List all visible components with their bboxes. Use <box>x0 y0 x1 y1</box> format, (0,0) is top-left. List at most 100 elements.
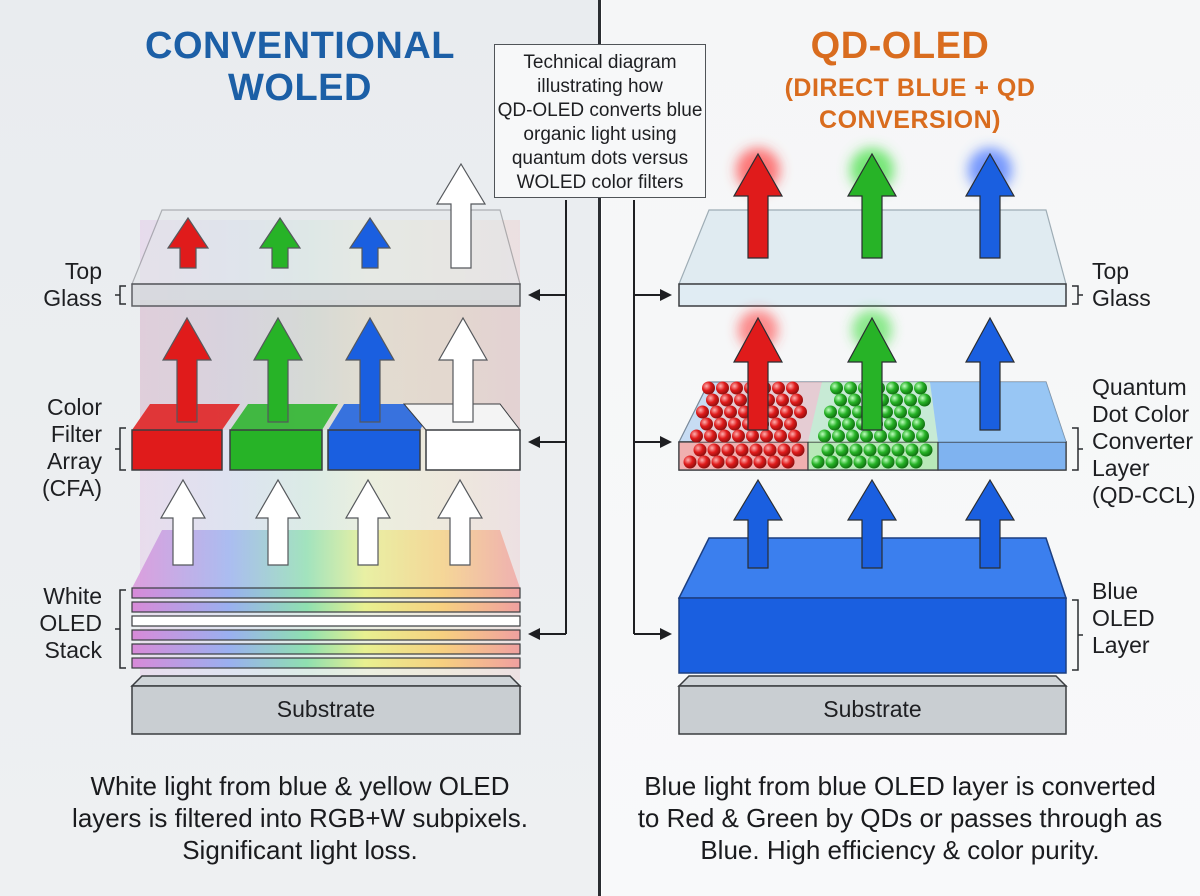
label-line: Blue <box>1092 578 1139 604</box>
quantum-dot <box>835 443 849 457</box>
label-substrate-left: Substrate <box>276 696 376 722</box>
blue-arrow <box>964 478 1016 569</box>
green-arrow <box>846 152 898 259</box>
quantum-dot <box>828 417 841 431</box>
quantum-dot <box>766 405 779 419</box>
quantum-dot <box>849 443 863 457</box>
quantum-dot <box>884 417 897 431</box>
quantum-dot <box>718 429 731 443</box>
quantum-dot <box>710 405 723 419</box>
callout-line: QD-OLED converts blue <box>497 100 703 121</box>
quantum-dot <box>900 381 913 395</box>
label-line: Top <box>1092 258 1130 284</box>
red-arrow <box>732 316 784 431</box>
quantum-dot <box>777 443 791 457</box>
quantum-dot <box>818 429 831 443</box>
callout-line: organic light using <box>523 124 677 145</box>
label-line: Glass <box>1092 285 1151 311</box>
quantum-dot <box>683 455 697 469</box>
label-line: Converter <box>1092 428 1193 454</box>
quantum-dot <box>728 417 741 431</box>
caption-line: Significant light loss. <box>182 835 418 865</box>
quantum-dot <box>790 393 803 407</box>
qdoled-title-line2: (DIRECT BLUE + QD CONVERSION) <box>784 74 1036 134</box>
quantum-dot <box>716 381 729 395</box>
quantum-dot <box>730 381 743 395</box>
quantum-dot <box>863 443 877 457</box>
quantum-dot <box>825 455 839 469</box>
green-quantum-dots <box>811 381 933 469</box>
woled-substrate <box>130 675 522 735</box>
white-arrow <box>437 316 489 423</box>
quantum-dot <box>902 429 915 443</box>
quantum-dot <box>693 443 707 457</box>
quantum-dot <box>867 455 881 469</box>
quantum-dot <box>890 393 903 407</box>
quantum-dot <box>711 455 725 469</box>
quantum-dot <box>776 393 789 407</box>
quantum-dot <box>749 443 763 457</box>
quantum-dot <box>780 405 793 419</box>
blue-arrow <box>964 152 1016 259</box>
quantum-dot <box>734 393 747 407</box>
quantum-dot <box>880 405 893 419</box>
white-arrow <box>436 478 484 566</box>
quantum-dot <box>909 455 923 469</box>
label-line: Color <box>47 394 102 420</box>
blue-arrow <box>348 216 392 269</box>
woled-caption: White light from blue & yellow OLED laye… <box>40 770 560 866</box>
label-line: Layer <box>1092 455 1150 481</box>
label-line: Filter <box>50 421 102 447</box>
label-white-oled: White OLED Stack <box>30 583 102 664</box>
label-top-glass-left: Top Glass <box>30 258 102 312</box>
description-callout: Technical diagram illustrating how QD-OL… <box>494 44 706 198</box>
quantum-dot <box>891 443 905 457</box>
blue-arrow <box>344 316 396 423</box>
label-line: (QD-CCL) <box>1092 482 1196 508</box>
quantum-dot <box>786 381 799 395</box>
quantum-dot <box>700 417 713 431</box>
quantum-dot <box>908 405 921 419</box>
quantum-dot <box>844 381 857 395</box>
quantum-dot <box>706 393 719 407</box>
label-line: Glass <box>43 285 102 311</box>
caption-line: Blue light from blue OLED layer is conve… <box>644 771 1156 801</box>
woled-title-line1: CONVENTIONAL <box>145 25 455 67</box>
label-line: Array <box>47 448 102 474</box>
quantum-dot <box>772 381 785 395</box>
qdoled-title-line1: QD-OLED <box>810 25 990 67</box>
qd-color-converter-layer <box>678 381 1067 471</box>
green-arrow <box>846 316 898 431</box>
quantum-dot <box>788 429 801 443</box>
color-filter-array <box>131 403 522 471</box>
quantum-dot <box>821 443 835 457</box>
quantum-dot <box>904 393 917 407</box>
quantum-dot <box>784 417 797 431</box>
callout-line: Technical diagram <box>523 52 677 73</box>
woled-title-line2: WOLED <box>228 67 372 109</box>
panel-divider <box>598 0 601 896</box>
label-line: Dot Color <box>1092 401 1190 427</box>
quantum-dot <box>791 443 805 457</box>
qdoled-substrate <box>677 675 1068 735</box>
woled-arrows <box>159 162 489 566</box>
quantum-dot <box>702 381 715 395</box>
quantum-dot <box>725 455 739 469</box>
quantum-dot <box>811 455 825 469</box>
quantum-dot <box>895 455 909 469</box>
green-arrow <box>252 316 304 423</box>
blue-arrow <box>964 316 1016 431</box>
quantum-dot <box>721 443 735 457</box>
caption-line: Blue. High efficiency & color purity. <box>700 835 1100 865</box>
quantum-dot <box>912 417 925 431</box>
quantum-dot <box>848 393 861 407</box>
label-line: Top <box>64 258 102 284</box>
label-line: Quantum <box>1092 374 1187 400</box>
quantum-dot <box>860 429 873 443</box>
quantum-dot <box>753 455 767 469</box>
label-line: (CFA) <box>41 475 102 501</box>
quantum-dot <box>735 443 749 457</box>
qdoled-caption: Blue light from blue OLED layer is conve… <box>620 770 1180 866</box>
quantum-dot <box>767 455 781 469</box>
